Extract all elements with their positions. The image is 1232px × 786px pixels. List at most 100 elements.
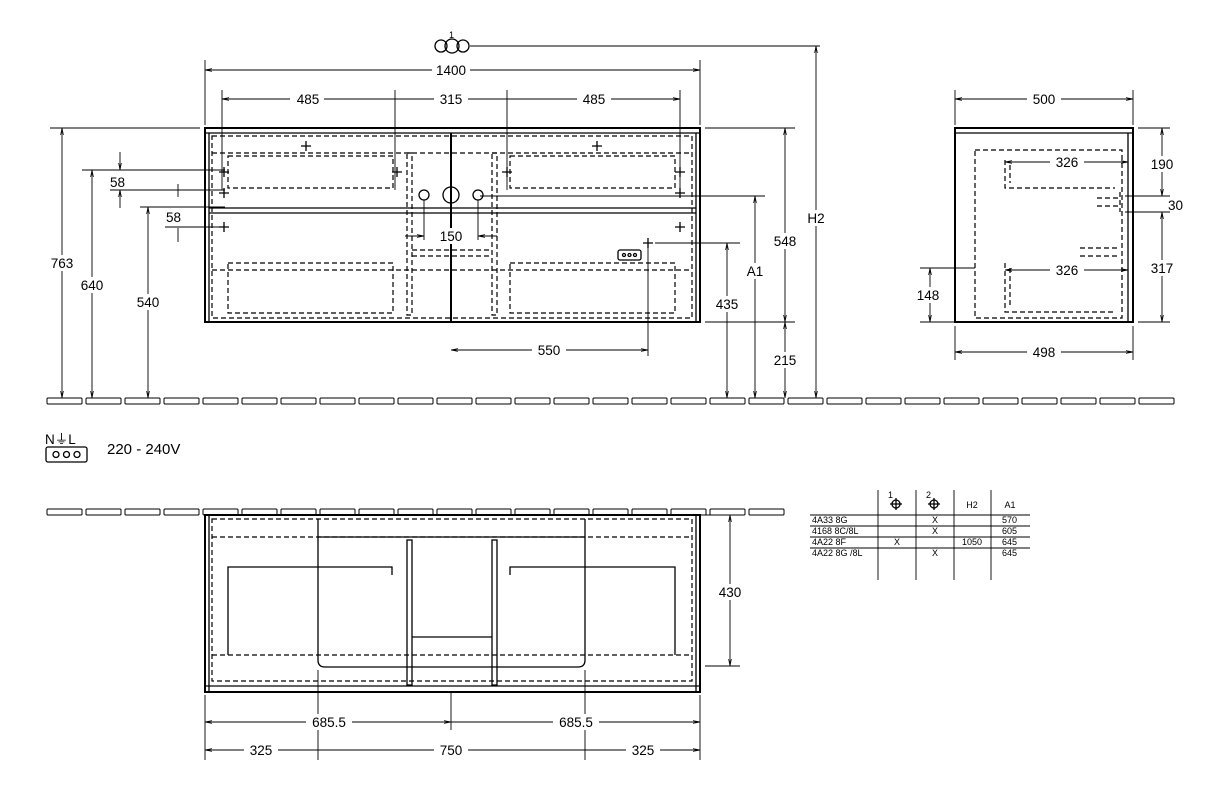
floor-segment (514, 397, 551, 405)
tap-hole-icon (418, 189, 430, 201)
floor-segment (163, 508, 200, 516)
socket-icon (617, 249, 642, 261)
header-fitting-1: 1 (888, 490, 893, 500)
bottom-view: 430 685.5 685.5 325 750 325 (204, 514, 744, 760)
dim-overall-width: 1400 (436, 63, 466, 78)
dim-depth-430: 430 (719, 585, 742, 600)
floor-segment (1021, 397, 1058, 405)
floor-segment (124, 397, 161, 405)
dim-half-left: 685.5 (312, 715, 346, 730)
floor-segment (85, 508, 122, 516)
floor-segment (631, 397, 668, 405)
dim-seg-left: 325 (250, 743, 273, 758)
dim-height-548: 548 (774, 234, 797, 249)
dim-height-317: 317 (1151, 261, 1174, 276)
dim-siphon-spacing: 150 (440, 229, 463, 244)
table-header: 1 2 H2 A1 (888, 490, 1016, 510)
table-row: 4168 8C/8L X 605 (812, 526, 1017, 536)
dim-depth-top: 500 (1033, 92, 1056, 107)
electrical-connection: N⏚L 220 - 240V (45, 432, 180, 463)
floor-segment (709, 508, 746, 516)
voltage-label: 220 - 240V (107, 441, 180, 458)
floor-segment (202, 397, 239, 405)
dim-inner-326-top: 326 (1056, 155, 1079, 170)
side-view: 500 498 326 326 190 30 317 148 (913, 90, 1183, 360)
dim-offset-58-top: 58 (110, 175, 125, 190)
dim-width-middle: 315 (440, 92, 463, 107)
table-cell: 4A22 8G /8L (812, 548, 863, 558)
table-cell: X (932, 548, 938, 558)
floor-segment (436, 397, 473, 405)
table-cell: 4A22 8F (812, 537, 847, 547)
floor-segment (241, 397, 278, 405)
fitting-icon (890, 498, 902, 510)
table-row: 4A33 8G X 570 (812, 515, 1017, 525)
dim-depth-bottom: 498 (1033, 345, 1056, 360)
table-cell: 570 (1002, 515, 1017, 525)
header-fitting-2: 2 (926, 490, 931, 500)
dim-inner-326-bottom: 326 (1056, 263, 1079, 278)
floor-segment (904, 397, 941, 405)
floor-segment (124, 508, 161, 516)
dim-height-h2: H2 (807, 211, 824, 226)
variant-table: 1 2 H2 A1 4A33 8G X 570 4168 8C/8L X 605 4A22 … (810, 490, 1030, 580)
floor-line-front (46, 397, 1175, 405)
front-view: 1400 485 315 485 1 763 640 58 58 (48, 30, 830, 398)
floor-segment (1138, 397, 1175, 405)
floor-line-bottom (46, 508, 785, 516)
floor-segment (553, 397, 590, 405)
header-a1: A1 (1004, 500, 1015, 510)
floor-segment (85, 397, 122, 405)
table-cell: 4A33 8G (812, 515, 848, 525)
floor-segment (748, 397, 785, 405)
table-row: 4A22 8G /8L X 645 (812, 548, 1017, 558)
table-cell: 4168 8C/8L (812, 526, 859, 536)
dim-width-right: 485 (583, 92, 606, 107)
floor-segment (787, 397, 824, 405)
table-cell: 645 (1002, 548, 1017, 558)
floor-segment (670, 397, 707, 405)
floor-segment (592, 397, 629, 405)
floor-segment (46, 508, 83, 516)
socket-icon (45, 446, 88, 463)
header-h2: H2 (966, 500, 978, 510)
fitting-icon (928, 498, 940, 510)
dim-seg-middle: 750 (440, 743, 463, 758)
cabinet-outline (204, 127, 701, 323)
table-cell: 605 (1002, 526, 1017, 536)
dim-height-148: 148 (917, 288, 940, 303)
svg-text:1: 1 (449, 30, 454, 40)
dim-socket-offset: 550 (538, 343, 561, 358)
floor-segment (163, 397, 200, 405)
fitting-marker-icon: 1 (434, 30, 470, 54)
tap-hole-icon (472, 189, 484, 201)
floor-segment (46, 397, 83, 405)
dim-half-right: 685.5 (559, 715, 593, 730)
dim-height-435: 435 (716, 297, 739, 312)
dim-height-30: 30 (1168, 198, 1183, 213)
dim-offset-58-bottom: 58 (166, 210, 181, 225)
floor-segment (358, 397, 395, 405)
dim-height-a1: A1 (747, 264, 764, 279)
table-cell: X (932, 526, 938, 536)
floor-segment (865, 397, 902, 405)
floor-segment (943, 397, 980, 405)
dim-width-left: 485 (297, 92, 320, 107)
floor-segment (475, 397, 512, 405)
drain-hole-icon (442, 186, 460, 204)
dim-height-540: 540 (137, 295, 160, 310)
table-cell: 645 (1002, 537, 1017, 547)
floor-segment (397, 397, 434, 405)
floor-segment (748, 508, 785, 516)
dim-height-190: 190 (1151, 157, 1174, 172)
electrical-symbol-label: N⏚L (45, 432, 76, 447)
floor-segment (1099, 397, 1136, 405)
dim-total-height: 763 (51, 256, 74, 271)
dim-seg-right: 325 (632, 743, 655, 758)
floor-segment (709, 397, 746, 405)
table-cell: 1050 (962, 537, 982, 547)
table-cell: X (932, 515, 938, 525)
dim-height-215: 215 (774, 353, 797, 368)
